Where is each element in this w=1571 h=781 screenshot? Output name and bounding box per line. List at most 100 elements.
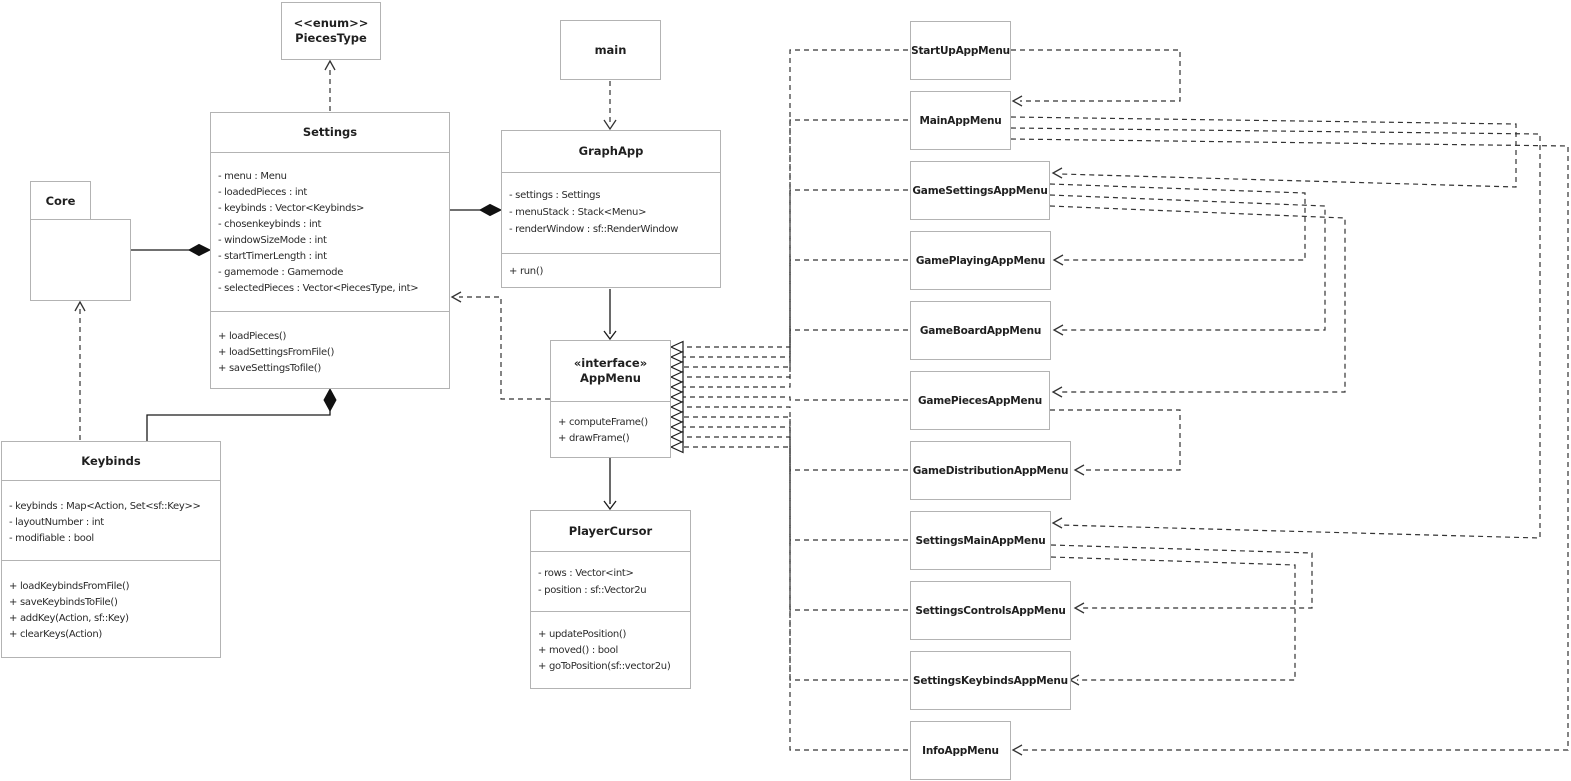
open-arrowhead-up-core	[74, 300, 86, 312]
class-gameboardappmenu[interactable]: GameBoardAppMenu	[910, 301, 1051, 360]
class-gamesettingsappmenu[interactable]: GameSettingsAppMenu	[910, 161, 1050, 220]
class-name: GraphApp	[578, 144, 644, 158]
class-name: Keybinds	[81, 453, 141, 468]
open-arrowhead-left-gamedistribution	[1073, 464, 1085, 476]
attributes-section: - menu : Menu - loadedPieces : int - key…	[211, 152, 449, 311]
class-name: SettingsControlsAppMenu	[915, 604, 1066, 617]
class-gameplayingappmenu[interactable]: GamePlayingAppMenu	[910, 231, 1051, 290]
realization-gamedistribution-to-appmenu	[683, 406, 908, 471]
class-graphapp-title: GraphApp	[502, 131, 720, 172]
attribute: - renderWindow : sf::RenderWindow	[509, 224, 679, 235]
class-playercursor-title: PlayerCursor	[531, 511, 690, 551]
class-name: GameSettingsAppMenu	[912, 184, 1048, 197]
class-startupappmenu[interactable]: StartUpAppMenu	[910, 21, 1011, 80]
attribute: - chosenkeybinds : int	[218, 219, 322, 230]
open-arrowhead-down-playercursor	[603, 500, 617, 511]
package-core-body[interactable]	[30, 219, 131, 301]
class-main-title: main	[561, 21, 660, 79]
attribute: - gamemode : Gamemode	[218, 267, 344, 278]
composition-diamond-settings-bottom	[323, 387, 337, 413]
class-name: Core	[45, 193, 76, 208]
hollow-triangle-arrowhead	[669, 380, 684, 394]
open-arrowhead-left-gamepieces	[1051, 386, 1063, 398]
realization-gameboard-to-appmenu	[683, 329, 908, 388]
class-piecestype[interactable]: <<enum>> PiecesType	[281, 2, 381, 60]
hollow-triangle-arrowhead	[669, 340, 684, 354]
class-name: PlayerCursor	[568, 523, 653, 538]
method: + drawFrame()	[558, 433, 630, 444]
hollow-triangle-arrowhead	[669, 440, 684, 454]
class-name: StartUpAppMenu	[911, 44, 1010, 57]
hollow-triangle-arrowhead	[669, 430, 684, 444]
realization-info-to-appmenu	[683, 446, 908, 751]
class-piecestype-title: <<enum>> PiecesType	[282, 3, 380, 59]
hollow-triangle-arrowhead	[669, 420, 684, 434]
class-appmenu[interactable]: «interface» AppMenu + computeFrame() + d…	[550, 340, 671, 458]
composition-diamond-graphapp-left	[478, 203, 503, 217]
attribute: - modifiable : bool	[9, 533, 94, 544]
class-infoappmenu[interactable]: InfoAppMenu	[910, 721, 1011, 780]
dependency-startup-to-mainappmenu	[1011, 49, 1181, 102]
class-name: SettingsKeybindsAppMenu	[913, 674, 1068, 687]
class-gamepiecesappmenu[interactable]: GamePiecesAppMenu	[910, 371, 1050, 430]
method: + goToPosition(sf::vector2u)	[538, 661, 671, 672]
open-arrowhead-down-graphapp	[603, 119, 617, 131]
dependency-main-to-info	[1010, 138, 1569, 751]
class-keybinds[interactable]: Keybinds - keybinds : Map<Action, Set<sf…	[1, 441, 221, 658]
method: + loadPieces()	[218, 331, 287, 342]
realization-settingscontrols-to-appmenu	[683, 426, 908, 611]
attribute: - keybinds : Vector<Keybinds>	[218, 203, 365, 214]
class-gamedistributionappmenu[interactable]: GameDistributionAppMenu	[910, 441, 1071, 500]
class-name: main	[594, 42, 627, 57]
dependency-gamesettings-to-gameplaying	[1049, 183, 1306, 261]
hollow-triangle-arrowhead	[669, 360, 684, 374]
attribute: - selectedPieces : Vector<PiecesType, in…	[218, 283, 419, 294]
class-settingscontrolsappmenu[interactable]: SettingsControlsAppMenu	[910, 581, 1071, 640]
dependency-appmenu-to-settings	[459, 296, 550, 400]
class-playercursor[interactable]: PlayerCursor - rows : Vector<int> - posi…	[530, 510, 691, 689]
open-arrowhead-left-info	[1011, 744, 1023, 756]
method: + clearKeys(Action)	[9, 629, 102, 640]
open-arrowhead-left-settings	[450, 291, 462, 303]
class-mainappmenu[interactable]: MainAppMenu	[910, 91, 1011, 150]
method: + loadSettingsFromFile()	[218, 347, 335, 358]
open-arrowhead-left-mainappmenu	[1011, 95, 1023, 107]
stereotype-label: <<enum>>	[293, 16, 369, 30]
stereotype-label: «interface»	[573, 356, 648, 370]
attribute: - settings : Settings	[509, 190, 601, 201]
attributes-section: - rows : Vector<int> - position : sf::Ve…	[531, 551, 690, 611]
class-name: GameBoardAppMenu	[919, 324, 1042, 337]
class-name: GamePlayingAppMenu	[915, 254, 1046, 267]
package-core-tab[interactable]: Core	[30, 181, 91, 220]
class-settingskeybindsappmenu[interactable]: SettingsKeybindsAppMenu	[910, 651, 1071, 710]
method: + computeFrame()	[558, 417, 648, 428]
realization-gamepieces-to-appmenu	[683, 396, 908, 401]
open-arrowhead-left-settingsmain	[1051, 517, 1063, 529]
open-arrowhead-up-piecestype	[324, 59, 336, 71]
class-name: Settings	[302, 125, 358, 139]
open-arrowhead-left-gameplaying	[1052, 254, 1064, 266]
class-name: MainAppMenu	[919, 114, 1002, 127]
dependency-gamesettings-to-gameboard	[1049, 194, 1326, 331]
class-main[interactable]: main	[560, 20, 661, 80]
class-settingsmainappmenu[interactable]: SettingsMainAppMenu	[910, 511, 1051, 570]
class-name: GameDistributionAppMenu	[912, 464, 1069, 477]
dependency-settingsmain-to-settingskeybinds	[1050, 556, 1296, 681]
composition-keybinds-settings-line	[146, 410, 331, 441]
composition-diamond-settings-left	[187, 243, 212, 257]
class-settings[interactable]: Settings - menu : Menu - loadedPieces : …	[210, 112, 450, 389]
attribute: - menuStack : Stack<Menu>	[509, 207, 647, 218]
attribute: - rows : Vector<int>	[538, 568, 634, 579]
class-appmenu-title: «interface» AppMenu	[551, 341, 670, 401]
dependency-settingsmain-to-settingscontrols	[1050, 544, 1313, 609]
class-graphapp[interactable]: GraphApp - settings : Settings - menuSta…	[501, 130, 721, 288]
method: + loadKeybindsFromFile()	[9, 581, 130, 592]
method: + run()	[509, 266, 544, 277]
class-name: SettingsMainAppMenu	[915, 534, 1046, 547]
methods-section: + loadKeybindsFromFile() + saveKeybindsT…	[2, 560, 220, 657]
attribute: - menu : Menu	[218, 171, 287, 182]
realization-settingsmain-to-appmenu	[683, 416, 908, 541]
methods-section: + run()	[502, 253, 720, 287]
